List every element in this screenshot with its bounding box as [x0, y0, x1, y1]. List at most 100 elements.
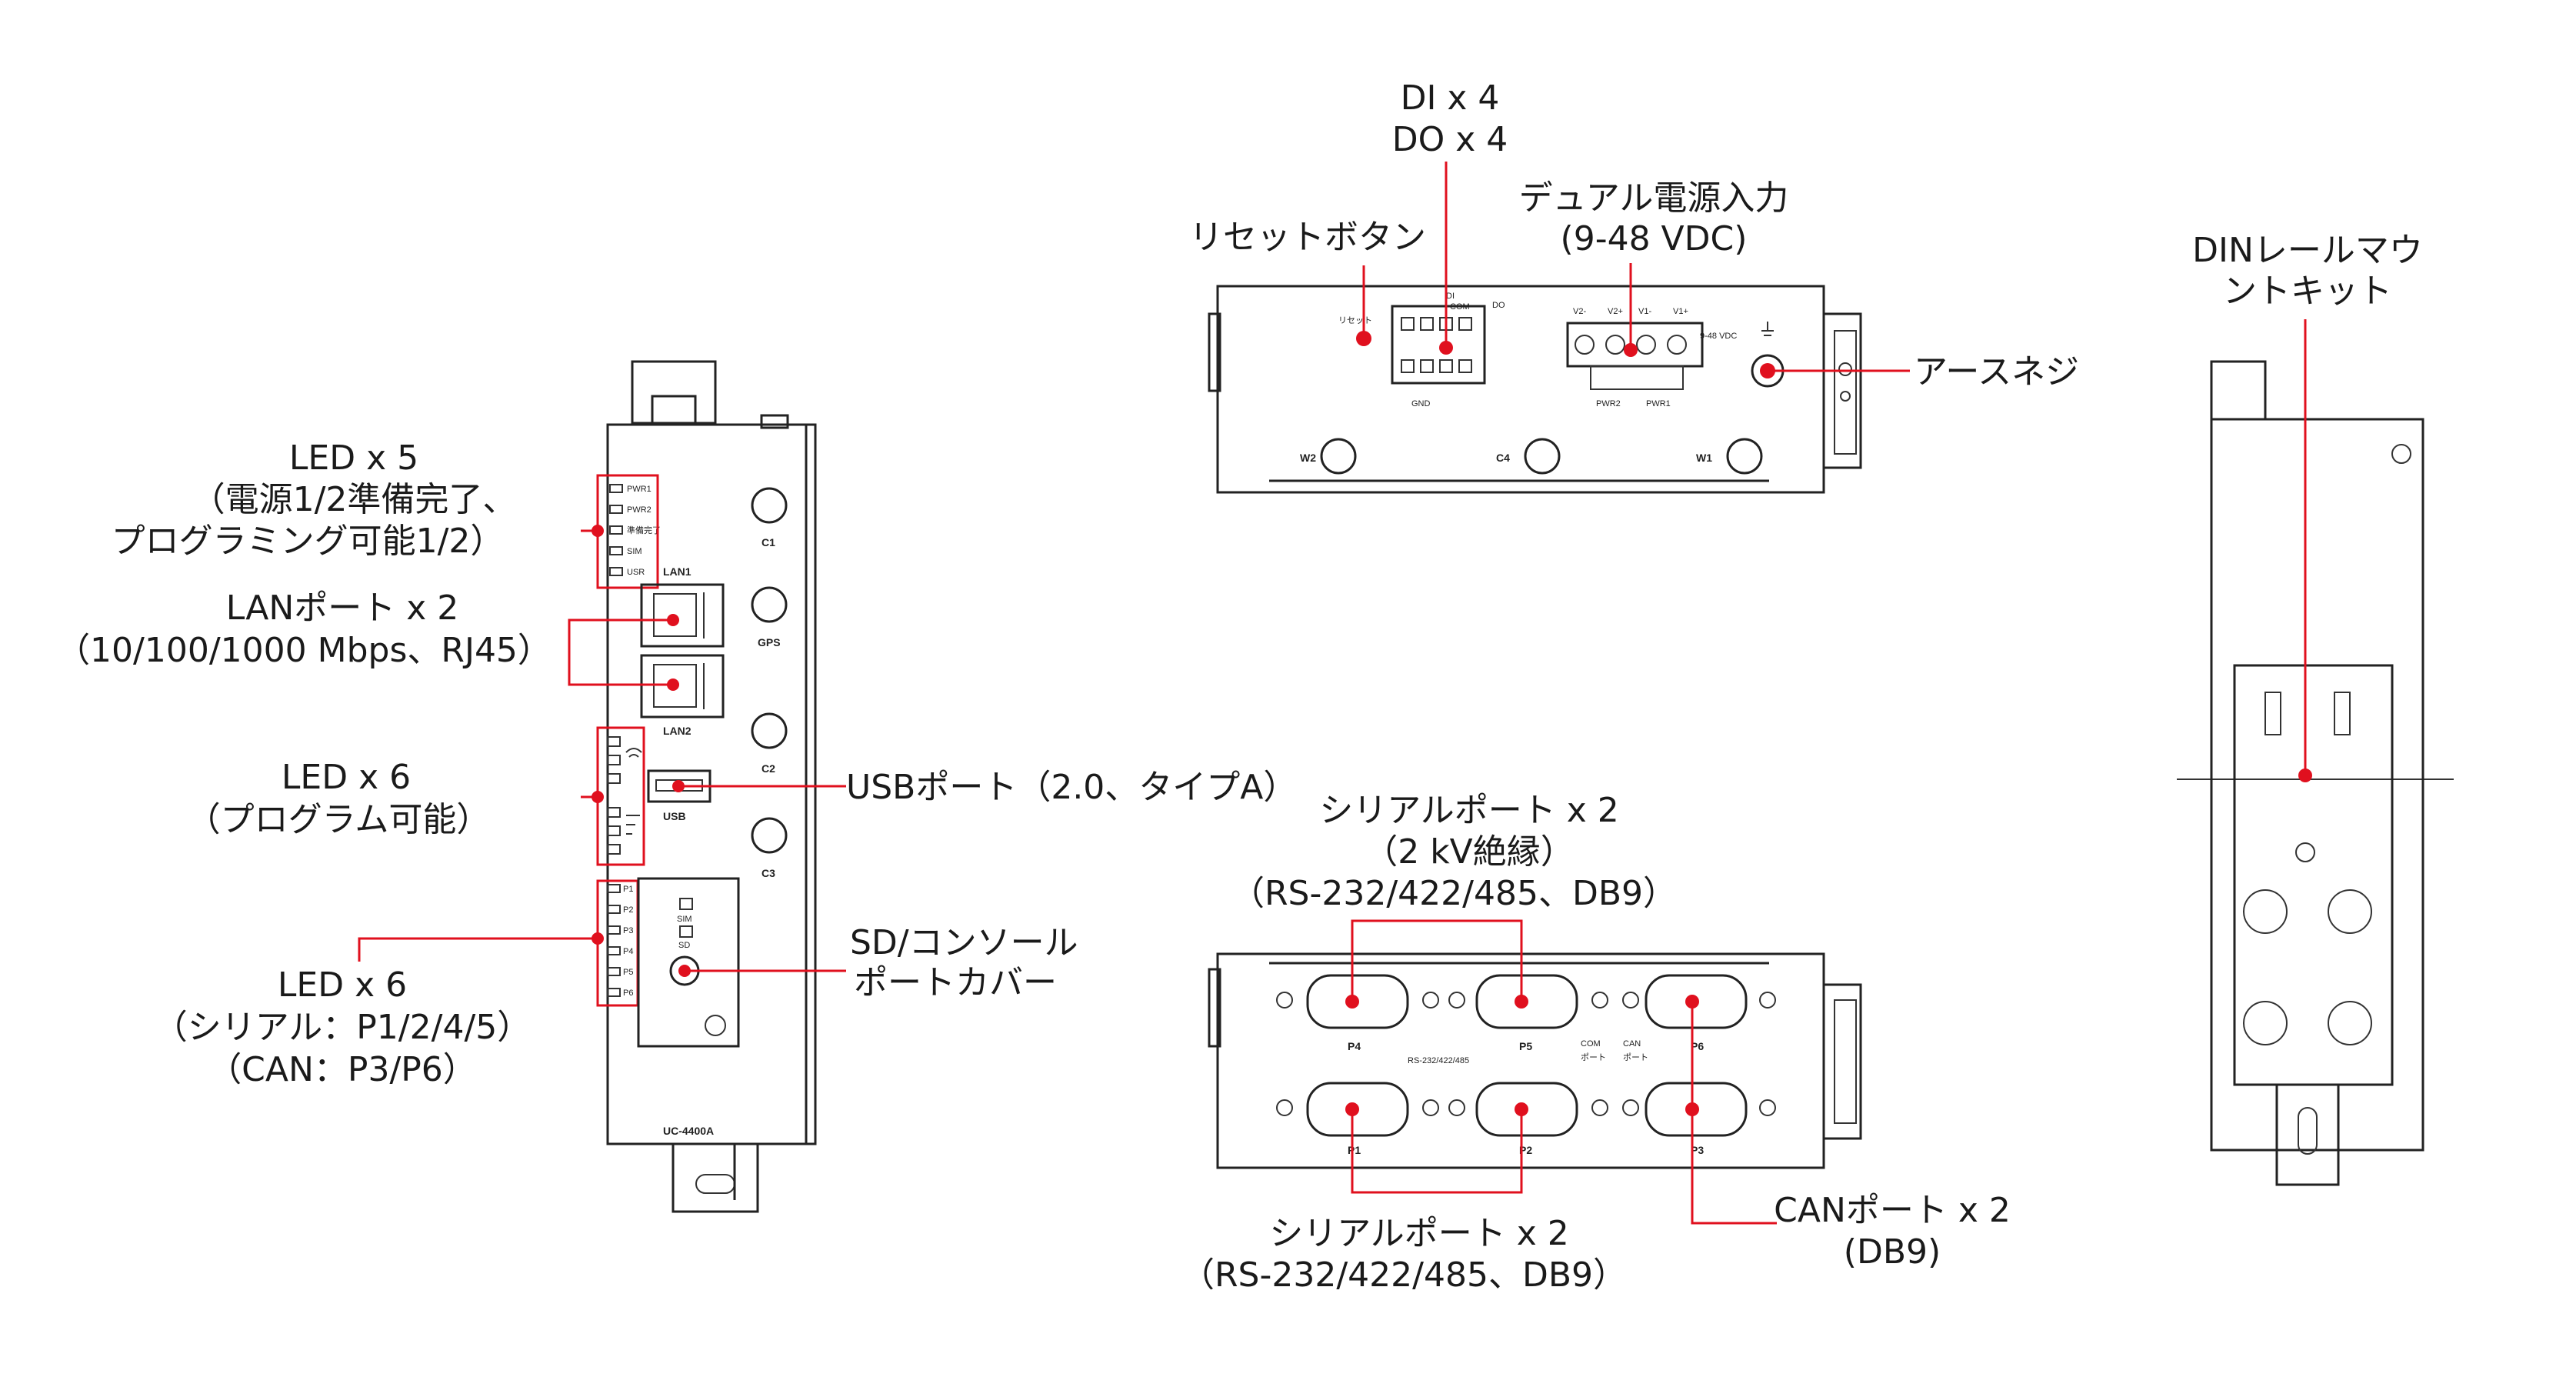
pwr1-label: PWR1: [1646, 399, 1671, 408]
callout-di: DI x 4: [1401, 78, 1500, 118]
model-label: UC-4400A: [663, 1125, 714, 1137]
led-ready-label: 準備完了: [627, 525, 661, 535]
callout-serial-top-line2: （2 kV絶縁）: [1364, 832, 1575, 872]
side-view: [2177, 360, 2454, 1186]
sd-label: SD: [678, 941, 690, 950]
port-p3-label: P3: [1691, 1144, 1704, 1156]
led-p3-label: P3: [623, 926, 633, 935]
callout-led6b-title: LED x 6: [278, 965, 407, 1005]
can-port-label-2: ポート: [1623, 1052, 1648, 1062]
callout-lines: [358, 162, 2312, 1225]
antenna-w2-label: W2: [1300, 452, 1316, 464]
led-pwr2-label: PWR2: [627, 505, 651, 515]
antenna-c3-label: C3: [761, 867, 775, 879]
callout-led5-line3: プログラミング可能1/2）: [112, 522, 505, 561]
callout-sd-line2: ポートカバー: [854, 963, 1057, 1002]
di-pin-com: COM: [1450, 302, 1470, 312]
antenna-w1: [1726, 438, 1763, 475]
callout-reset: リセットボタン: [1189, 218, 1426, 257]
antenna-c2-label: C2: [761, 762, 775, 775]
led6b-highlight: [596, 879, 639, 1007]
cover-screw-icon: [705, 1015, 726, 1036]
front-view: PWR1 PWR2 準備完了 SIM USR LAN1 LAN2: [596, 360, 817, 1213]
front-led-middle-group: [596, 726, 645, 866]
top-body: [1216, 285, 1825, 494]
antenna-c1-label: C1: [761, 536, 775, 548]
callout-serial-bottom-line1: シリアルポート x 2: [1269, 1214, 1569, 1253]
callout-led6b-line3: （CAN：P3/P6）: [208, 1050, 477, 1089]
side-body: [2210, 418, 2424, 1152]
wifi-icon: [625, 748, 642, 758]
lan2-label: LAN2: [663, 725, 691, 737]
led-p2-label: P2: [623, 905, 633, 915]
antenna-gps-label: GPS: [758, 636, 781, 648]
callout-led5-line2: （電源1/2準備完了、: [192, 480, 517, 519]
antenna-c3: [751, 817, 788, 854]
callout-din-line1: DINレールマウ: [2192, 231, 2423, 270]
antenna-c4-label: C4: [1496, 452, 1510, 464]
reset-label: リセット: [1338, 315, 1372, 325]
rs-mode-label: RS-232/422/485: [1408, 1056, 1469, 1065]
pwr-pin-v2-minus: V2-: [1573, 307, 1586, 316]
db9-p4: [1306, 974, 1409, 1029]
callout-led5-title: LED x 5: [289, 438, 418, 478]
front-led-serial-group: P1 P2 P3 P4 P5 P6: [596, 879, 639, 1007]
db9-p3: [1645, 1082, 1748, 1137]
callout-lan-title: LANポート x 2: [226, 588, 459, 628]
callout-usb: USBポート（2.0、タイプA）: [846, 768, 1297, 807]
signal-icon: [626, 815, 640, 835]
bottom-view: P4 P5 P6 RS-232/422/485 COM ポート CAN ポート …: [1208, 952, 1862, 1169]
callout-can-line1: CANポート x 2: [1774, 1191, 2011, 1230]
callout-earth: アースネジ: [1914, 352, 2079, 392]
antenna-w2: [1320, 438, 1357, 475]
antenna-gps: [751, 586, 788, 623]
com-port-label-1: COM: [1581, 1039, 1601, 1049]
pwr-pin-v2-plus: V2+: [1608, 307, 1623, 316]
callout-labels: LED x 5 （電源1/2準備完了、 プログラミング可能1/2） LANポート…: [56, 78, 2423, 1295]
port-p1-label: P1: [1348, 1144, 1361, 1156]
callout-serial-top-line1: シリアルポート x 2: [1319, 791, 1619, 830]
dio-terminal-block: DI COM DO GND: [1391, 292, 1505, 408]
port-p4-label: P4: [1348, 1040, 1361, 1052]
lan1-label: LAN1: [663, 565, 691, 578]
di-pin-header: DI: [1446, 292, 1455, 301]
sd-console-cover: [637, 877, 740, 1048]
callout-led6a-line2: （プログラム可能）: [187, 800, 491, 839]
callout-power-line2: (9-48 VDC): [1561, 219, 1748, 258]
do-pin-header: DO: [1492, 301, 1505, 310]
callout-do: DO x 4: [1392, 120, 1508, 159]
power-terminal-block: V2- V2+ V1- V1+ 9-48 VDC PWR2 PWR1: [1566, 307, 1737, 408]
db9-p2: [1475, 1082, 1578, 1137]
antenna-c1: [751, 487, 788, 524]
ground-icon: [1761, 322, 1774, 336]
db9-p1: [1306, 1082, 1409, 1137]
led-pwr1-label: PWR1: [627, 485, 651, 494]
bottom-din-clip: [1824, 983, 1862, 1140]
lan2-port: [640, 654, 725, 719]
led-sim-label: SIM: [627, 547, 642, 556]
led-p1-label: P1: [623, 885, 633, 894]
usb-label: USB: [663, 810, 686, 822]
callout-serial-top-line3: （RS-232/422/485、DB9）: [1231, 874, 1677, 913]
callout-din-line2: ントキット: [2223, 272, 2392, 311]
front-body: [606, 423, 817, 1145]
top-view: DI COM DO GND リセット V2- V2+ V1- V1+ 9-48 …: [1208, 285, 1862, 494]
top-din-clip: [1824, 312, 1862, 469]
led-p4-label: P4: [623, 947, 633, 956]
pwr2-label: PWR2: [1596, 399, 1621, 408]
callout-can-line2: (DB9): [1844, 1232, 1941, 1272]
do-pin-gnd: GND: [1411, 399, 1431, 408]
com-port-label-2: ポート: [1581, 1052, 1606, 1062]
callout-serial-bottom-line2: （RS-232/422/485、DB9）: [1181, 1255, 1627, 1295]
port-p6-label: P6: [1691, 1040, 1704, 1052]
led-p5-label: P5: [623, 968, 633, 977]
pwr-voltage-label: 9-48 VDC: [1700, 332, 1737, 341]
led-usr-label: USR: [627, 568, 645, 577]
led-p6-label: P6: [623, 989, 633, 998]
db9-row-bottom: P1 P2 P3: [1276, 1082, 1776, 1156]
callout-power-line1: デュアル電源入力: [1519, 178, 1789, 218]
lan-ports: LAN1 LAN2: [640, 565, 725, 737]
callout-sd-line1: SD/コンソール: [850, 923, 1078, 962]
port-p5-label: P5: [1519, 1040, 1532, 1052]
